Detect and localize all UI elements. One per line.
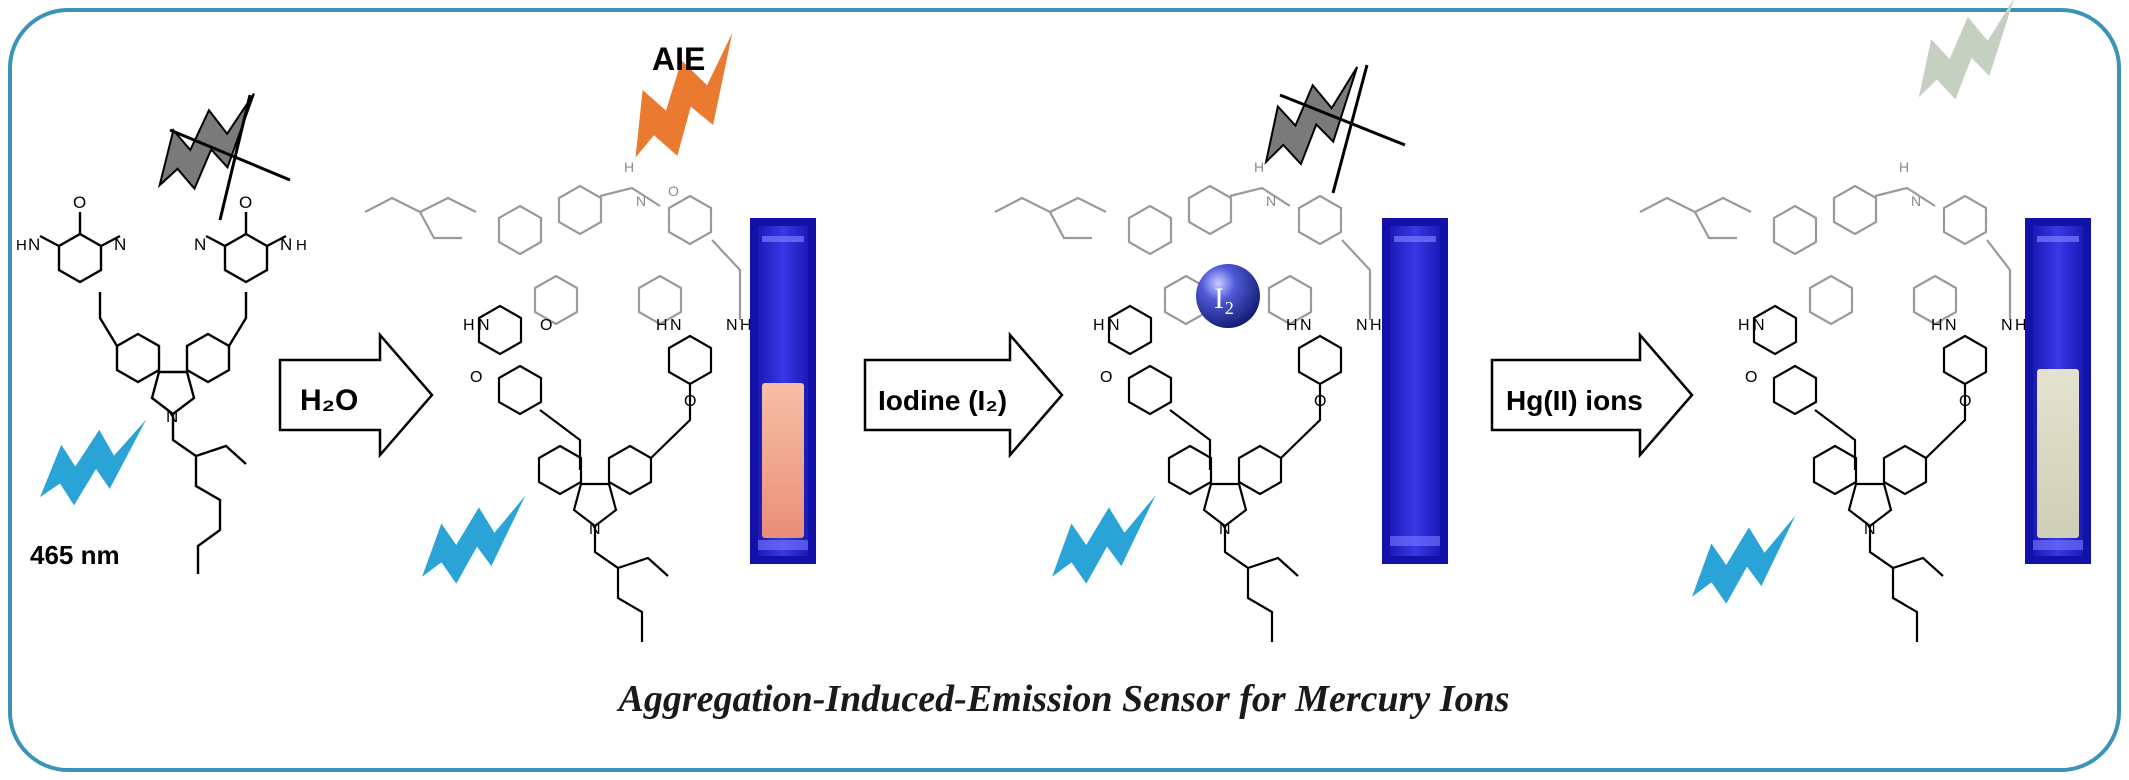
atom-n: N [478, 317, 490, 334]
atom-o: O [1100, 369, 1112, 386]
crossed-bolt-icon [1245, 64, 1406, 194]
atom-h: H [16, 237, 27, 254]
process-arrow-icon [863, 331, 1064, 459]
diagram-frame [8, 8, 2121, 772]
cuvette-photo-quenched [1382, 218, 1448, 564]
aggregate-atom-labels-2: H N O H N N H O N H N [1093, 159, 1382, 538]
aggregate-structure-3 [1639, 184, 2012, 642]
atom-h: H [296, 237, 307, 254]
aggregate-atom-labels-3: H N O H N N H O N H N [1738, 159, 2027, 538]
atom-h: H [740, 317, 752, 334]
monomer-structure [39, 212, 287, 574]
aggregate-structure-1 [364, 184, 742, 642]
atom-n: N [1108, 317, 1120, 334]
atom-n: N [1911, 193, 1921, 209]
atom-n: N [726, 317, 738, 334]
process-arrow-icon [278, 331, 434, 459]
atom-n: N [670, 317, 682, 334]
aggregate-atom-labels-1: H N O O H N N H O N H N O [463, 159, 752, 538]
atom-n: N [166, 407, 178, 426]
step-label-iodine: Iodine (I₂) [878, 385, 1007, 416]
figure-caption: Aggregation-Induced-Emission Sensor for … [616, 678, 1509, 720]
atom-n: N [114, 235, 126, 254]
atom-n: N [1753, 317, 1765, 334]
atom-h: H [1370, 317, 1382, 334]
step-label-mercury: Hg(II) ions [1506, 385, 1643, 416]
atom-n: N [1266, 193, 1276, 209]
arrow-mercury: Hg(II) ions [1490, 331, 1694, 459]
atom-n: N [2001, 317, 2013, 334]
atom-o: O [239, 193, 252, 212]
excitation-wavelength-label: 465 nm [30, 540, 120, 570]
iodine-bead-label: I₂ [1214, 282, 1234, 315]
atom-o: O [668, 183, 679, 199]
aggregate-structure-2 [994, 184, 1372, 642]
aie-label: AIE [652, 41, 705, 77]
atom-n: N [280, 235, 292, 254]
atom-h: H [1286, 317, 1298, 334]
atom-h: H [1931, 317, 1943, 334]
atom-n: N [636, 193, 646, 209]
atom-h: H [1093, 317, 1105, 334]
atom-o: O [540, 317, 552, 334]
cuvette-photo-aie [750, 218, 816, 564]
atom-h: H [463, 317, 475, 334]
atom-h: H [624, 159, 634, 175]
atom-h: H [1899, 159, 1909, 175]
atom-h: H [1254, 159, 1264, 175]
atom-o: O [73, 193, 86, 212]
atom-h: H [1738, 317, 1750, 334]
atom-n: N [1300, 317, 1312, 334]
atom-h: H [2015, 317, 2027, 334]
atom-o: O [1314, 393, 1326, 410]
atom-n: N [1864, 521, 1876, 538]
atom-n: N [589, 521, 601, 538]
atom-o: O [470, 369, 482, 386]
arrow-iodine: Iodine (I₂) [863, 331, 1064, 459]
atom-n: N [1219, 521, 1231, 538]
atom-h: H [656, 317, 668, 334]
atom-o: O [1959, 393, 1971, 410]
cuvette-photo-restored [2025, 218, 2091, 564]
arrow-water: H₂O [278, 331, 434, 459]
step-label-water: H₂O [300, 384, 358, 417]
atom-n: N [1945, 317, 1957, 334]
atom-n: N [194, 235, 206, 254]
atom-o: O [1745, 369, 1757, 386]
monomer-atom-labels: O O N N N N N H H [16, 193, 307, 426]
atom-n: N [28, 235, 40, 254]
crossed-bolt-icon [140, 92, 291, 221]
process-arrow-icon [1490, 331, 1694, 459]
iodine-bead-icon: I₂ [1196, 264, 1260, 328]
atom-o: O [684, 393, 696, 410]
atom-n: N [1356, 317, 1368, 334]
